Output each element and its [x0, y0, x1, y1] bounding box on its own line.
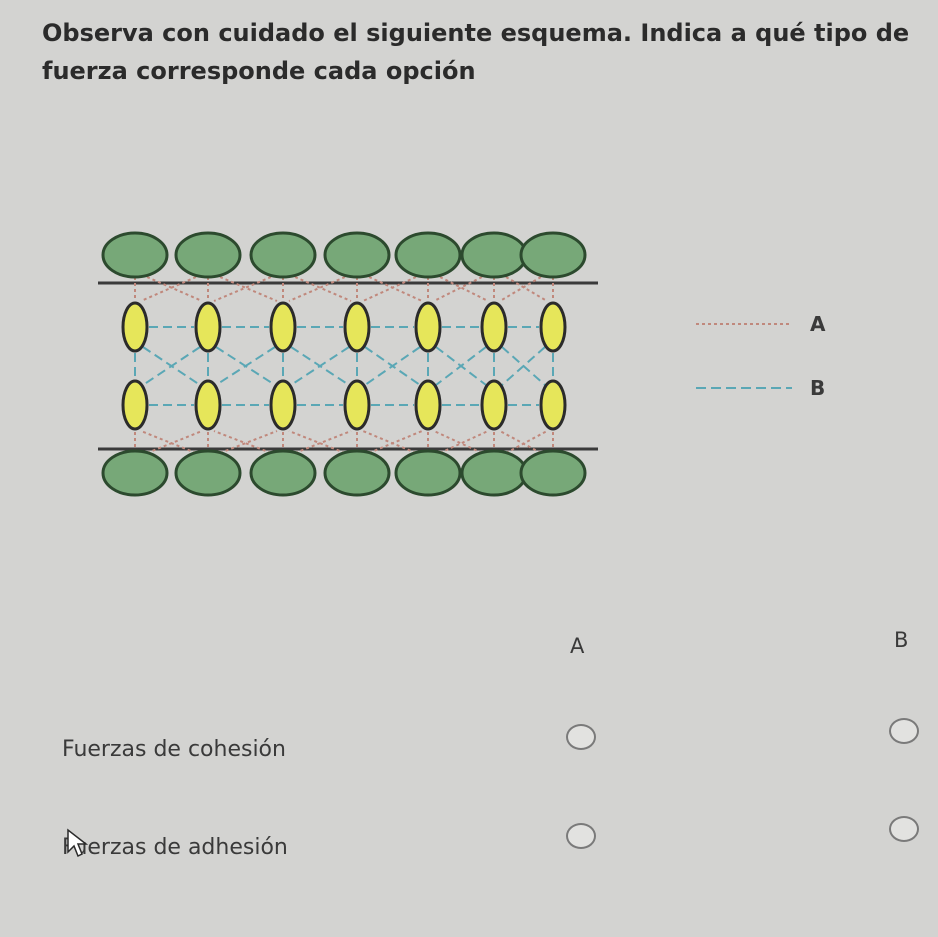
inner-particle	[343, 301, 371, 353]
inner-particle	[121, 301, 149, 353]
inner-particle	[414, 301, 442, 353]
adhesion-line	[288, 276, 346, 302]
legend-label-b: B	[810, 376, 826, 400]
inner-particle	[269, 379, 297, 431]
inner-particle	[480, 301, 508, 353]
outer-particle	[323, 449, 391, 497]
adhesion-line	[433, 430, 483, 454]
adhesion-lines-group	[134, 276, 554, 454]
radio-adhesion-b[interactable]	[889, 816, 919, 842]
inner-particle	[194, 379, 222, 431]
adhesion-line	[294, 276, 352, 302]
cohesion-lines-group	[134, 326, 554, 406]
adhesion-line	[213, 276, 272, 302]
inner-particle	[269, 301, 297, 353]
radio-cohesion-a[interactable]	[566, 724, 596, 750]
adhesion-line	[219, 430, 278, 454]
adhesion-line	[505, 276, 548, 302]
outer-particle	[174, 231, 242, 279]
adhesion-line	[499, 430, 542, 454]
outer-particle	[101, 231, 169, 279]
cohesion-line	[364, 346, 421, 386]
cohesion-line	[435, 346, 487, 386]
cohesion-line	[215, 346, 276, 386]
outer-particle	[174, 449, 242, 497]
outer-particle	[249, 449, 317, 497]
outer-particle	[519, 449, 587, 497]
legend-label-a: A	[810, 312, 826, 336]
inner-particle	[194, 301, 222, 353]
row-label-adhesion: Fuerzas de adhesión	[62, 835, 288, 860]
column-header-a: A	[570, 634, 585, 658]
outer-particle	[460, 449, 528, 497]
outer-particle	[519, 231, 587, 279]
adhesion-line	[288, 430, 346, 454]
inner-particle	[480, 379, 508, 431]
adhesion-line	[439, 430, 489, 454]
inner-particle	[539, 379, 567, 431]
particles-group	[101, 231, 587, 497]
adhesion-line	[505, 430, 548, 454]
adhesion-line	[294, 430, 352, 454]
row-label-cohesion: Fuerzas de cohesión	[62, 737, 286, 762]
inner-particle	[539, 301, 567, 353]
inner-particle	[121, 379, 149, 431]
question-text: Observa con cuidado el siguiente esquema…	[42, 19, 910, 85]
cohesion-line	[290, 346, 350, 386]
radio-adhesion-a[interactable]	[566, 823, 596, 849]
adhesion-line	[439, 276, 489, 302]
inner-particle	[343, 379, 371, 431]
inner-particle	[414, 379, 442, 431]
adhesion-line	[146, 430, 203, 454]
column-header-b: B	[894, 628, 909, 652]
outer-particle	[101, 449, 169, 497]
cohesion-line	[142, 346, 201, 386]
forces-diagram	[98, 231, 792, 497]
outer-particle	[249, 231, 317, 279]
adhesion-line	[146, 276, 203, 302]
adhesion-line	[368, 276, 423, 302]
mouse-pointer-icon	[67, 828, 89, 858]
outer-particle	[394, 231, 462, 279]
adhesion-line	[140, 430, 197, 454]
adhesion-line	[433, 276, 483, 302]
outer-particle	[460, 231, 528, 279]
outer-particle	[394, 449, 462, 497]
adhesion-line	[140, 276, 197, 302]
radio-cohesion-b[interactable]	[889, 718, 919, 744]
adhesion-line	[499, 276, 542, 302]
adhesion-line	[213, 430, 272, 454]
adhesion-line	[362, 276, 417, 302]
outer-particle	[323, 231, 391, 279]
cohesion-line	[501, 346, 546, 386]
adhesion-line	[219, 276, 278, 302]
